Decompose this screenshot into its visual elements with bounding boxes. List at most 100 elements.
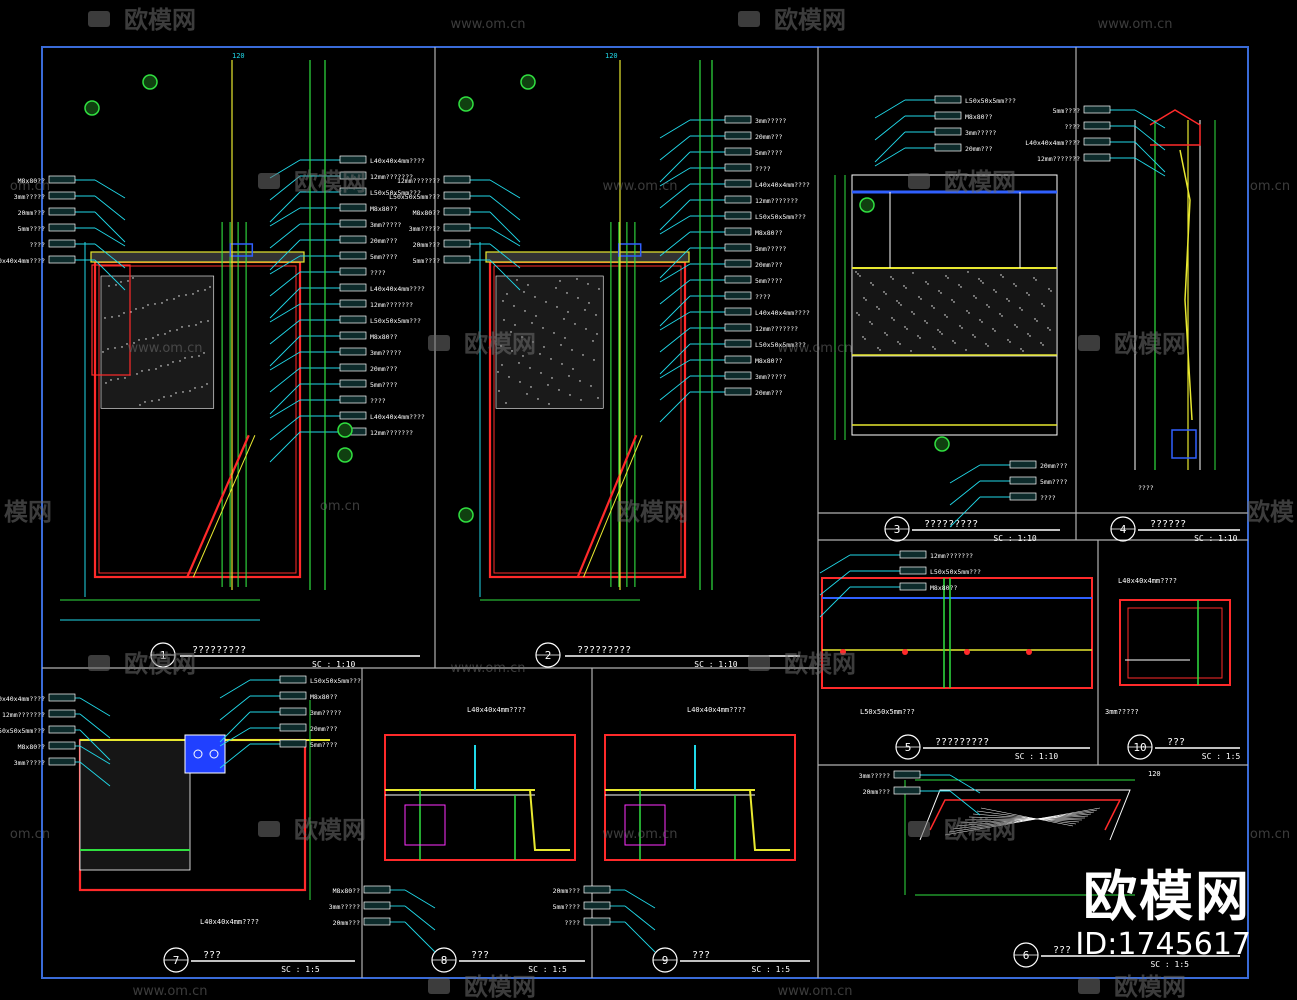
leader-line bbox=[219, 727, 251, 747]
aggregate-dot bbox=[947, 277, 949, 279]
aggregate-dot bbox=[139, 404, 141, 406]
grid-bubble bbox=[859, 197, 875, 213]
aggregate-dot bbox=[555, 287, 557, 289]
aggregate-dot bbox=[532, 341, 534, 343]
annotation-text: L50x50x5mm??? bbox=[310, 677, 361, 685]
annotation-text: L50x50x5mm??? bbox=[370, 189, 421, 197]
leader-line bbox=[659, 343, 691, 375]
aggregate-dot bbox=[934, 348, 936, 350]
grid-bubble bbox=[520, 74, 536, 90]
aggregate-dot bbox=[164, 333, 166, 335]
aggregate-dot bbox=[596, 333, 598, 335]
label-box bbox=[1009, 492, 1037, 501]
annotation-text: L50x50x5mm??? bbox=[755, 213, 806, 221]
watermark-site-short: om.cn bbox=[10, 179, 50, 194]
annotation-text: 3mm????? bbox=[310, 709, 341, 717]
aggregate-dot bbox=[1047, 327, 1049, 329]
aggregate-dot bbox=[185, 294, 187, 296]
detail-panel-10: L40x40x4mm????3mm????? bbox=[1105, 577, 1231, 716]
aggregate-dot bbox=[890, 276, 892, 278]
concrete-fill bbox=[851, 267, 1058, 357]
aggregate-dot bbox=[136, 373, 138, 375]
fixture-box bbox=[184, 734, 226, 774]
watermark-logo-icon bbox=[258, 173, 280, 189]
cad-polyline bbox=[919, 789, 1131, 841]
label-box bbox=[48, 175, 76, 184]
cad-polyline bbox=[1149, 109, 1201, 146]
label-box bbox=[724, 243, 752, 252]
annotation-text: 20mm??? bbox=[755, 133, 782, 141]
leader-line bbox=[79, 745, 111, 765]
aggregate-dot bbox=[540, 372, 542, 374]
aggregate-dot bbox=[933, 307, 935, 309]
aggregate-dot bbox=[958, 284, 960, 286]
aggregate-dot bbox=[959, 325, 961, 327]
detail-number: 4 bbox=[1120, 523, 1127, 536]
leader-line bbox=[269, 287, 301, 319]
aggregate-dot bbox=[155, 368, 157, 370]
aggregate-dot bbox=[178, 295, 180, 297]
watermark-site: www.om.cn bbox=[451, 661, 526, 676]
aggregate-dot bbox=[130, 311, 132, 313]
annotation-text: ???? bbox=[755, 293, 771, 301]
aggregate-dot bbox=[865, 299, 867, 301]
annotation-text: L40x40x4mm???? bbox=[755, 309, 810, 317]
label-box bbox=[724, 339, 752, 348]
aggregate-dot bbox=[207, 320, 209, 322]
aggregate-dot bbox=[879, 349, 881, 351]
label-box bbox=[48, 255, 76, 264]
watermark-brand: 欧模网 bbox=[774, 6, 846, 34]
label-box bbox=[279, 739, 307, 748]
label-box bbox=[899, 566, 927, 575]
leader-line bbox=[874, 147, 906, 167]
aggregate-dot bbox=[870, 282, 872, 284]
annotation-text: 12mm??????? bbox=[2, 711, 45, 719]
aggregate-dot bbox=[856, 312, 858, 314]
aggregate-dot bbox=[951, 299, 953, 301]
aggregate-dot bbox=[535, 315, 537, 317]
annotation-text: 20mm??? bbox=[553, 887, 580, 895]
watermark-logo-icon bbox=[258, 821, 280, 837]
aggregate-dot bbox=[978, 278, 980, 280]
annotation-text: 3mm????? bbox=[965, 129, 996, 137]
watermark-logo-icon bbox=[88, 11, 110, 27]
aggregate-dot bbox=[1028, 294, 1030, 296]
watermark-logo-icon bbox=[1078, 335, 1100, 351]
label-box bbox=[339, 219, 367, 228]
aggregate-dot bbox=[501, 364, 503, 366]
panel-title-block-p10: 6???SC : 1:5 bbox=[1013, 942, 1240, 969]
aggregate-dot bbox=[906, 328, 908, 330]
aggregate-dot bbox=[161, 302, 163, 304]
watermark-brand: 欧模网 bbox=[616, 498, 688, 526]
annotation-text: 5mm???? bbox=[370, 381, 397, 389]
watermark-brand-partial: 欧模 bbox=[1246, 498, 1295, 526]
aggregate-dot bbox=[1027, 333, 1029, 335]
label-box bbox=[724, 211, 752, 220]
aggregate-dot bbox=[1007, 339, 1009, 341]
label-box bbox=[339, 347, 367, 356]
annotation-text: 5mm???? bbox=[755, 149, 782, 157]
leader-line bbox=[1134, 125, 1166, 151]
leader-line bbox=[624, 905, 656, 931]
aggregate-dot bbox=[497, 371, 499, 373]
aggregate-dot bbox=[547, 384, 549, 386]
aggregate-dot bbox=[513, 305, 515, 307]
watermark-logo-icon bbox=[88, 655, 110, 671]
label-box bbox=[339, 331, 367, 340]
aggregate-dot bbox=[891, 317, 893, 319]
detail-panel-6: 3mm?????20mm???120 bbox=[859, 770, 1161, 896]
annotation-text: M8x80?? bbox=[370, 205, 397, 213]
label-box bbox=[724, 163, 752, 172]
label-box bbox=[443, 191, 471, 200]
aggregate-dot bbox=[135, 308, 137, 310]
aggregate-dot bbox=[548, 403, 550, 405]
aggregate-dot bbox=[1049, 329, 1051, 331]
aggregate-dot bbox=[524, 310, 526, 312]
aggregate-dot bbox=[191, 356, 193, 358]
leader-line bbox=[94, 195, 126, 221]
aggregate-dot bbox=[516, 279, 518, 281]
wave-line bbox=[956, 813, 1092, 827]
aggregate-dot bbox=[175, 392, 177, 394]
annotation-text: 20mm??? bbox=[965, 145, 992, 153]
aggregate-dot bbox=[974, 336, 976, 338]
